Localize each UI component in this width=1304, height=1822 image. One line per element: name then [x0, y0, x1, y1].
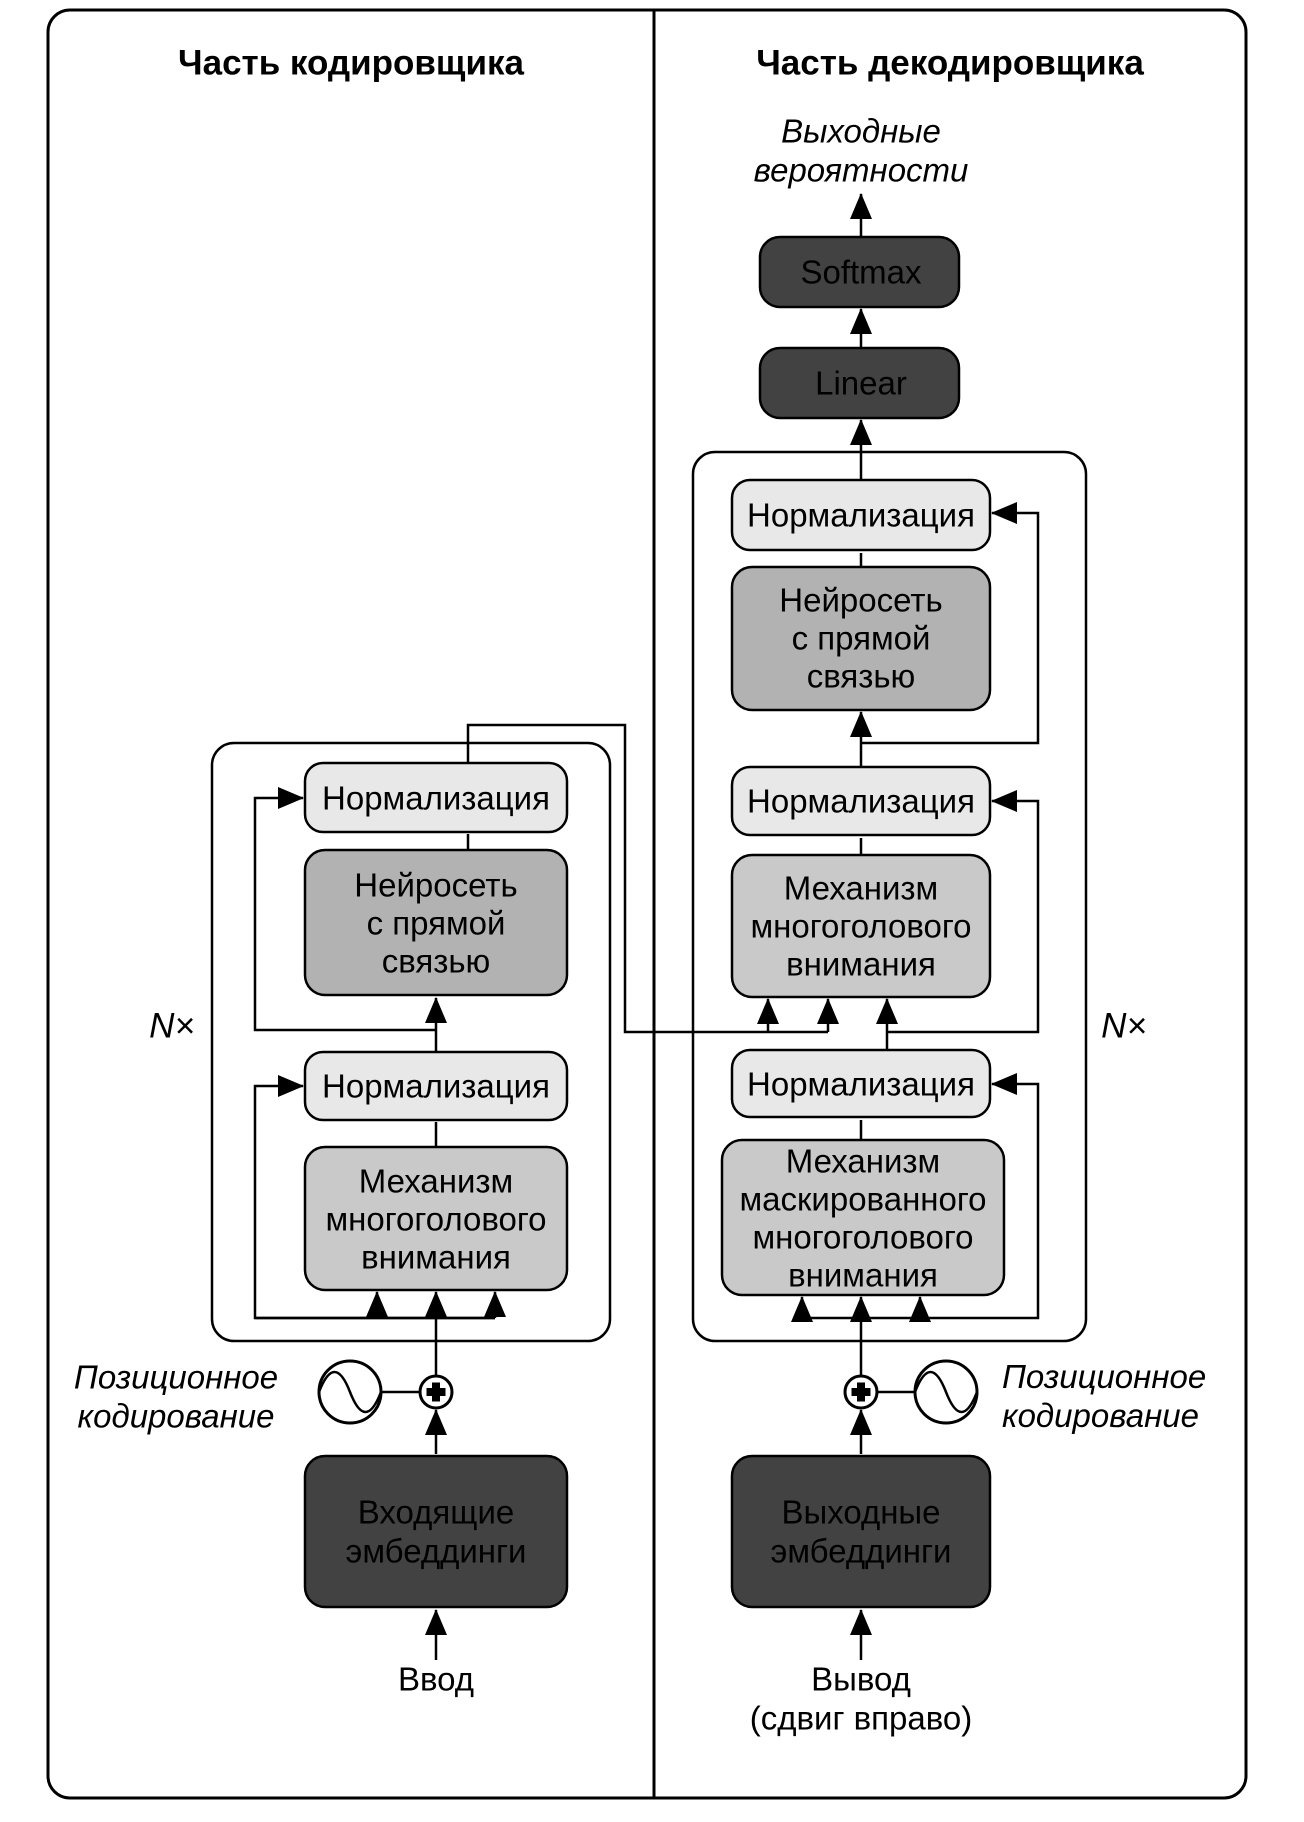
decoder-norm-bottom-label: Нормализация: [747, 1066, 975, 1103]
decoder-ffn-label-line2: с прямой: [792, 620, 931, 657]
encoder-n-times-label: N×: [149, 1007, 195, 1046]
encoder-ffn-label-line3: связью: [382, 943, 491, 980]
decoder-embeddings-label-line1: Выходные: [781, 1494, 940, 1531]
encoder-attention-label-line3: внимания: [361, 1239, 511, 1276]
decoder-panel-title: Часть декодировщика: [756, 44, 1144, 83]
encoder-embeddings-box: [303, 1454, 569, 1609]
encoder-ffn-label-line1: Нейросеть: [354, 867, 517, 904]
decoder-ffn-label-line1: Нейросеть: [779, 582, 942, 619]
encoder-positional-label-line2: кодирование: [78, 1398, 275, 1435]
encoder-embeddings-label-line1: Входящие: [358, 1494, 514, 1531]
decoder-cross-attention-label-line3: внимания: [786, 946, 936, 983]
encoder-norm-bottom-box: [303, 1050, 569, 1122]
linear-box: [758, 346, 961, 420]
decoder-masked-attention-label-line1: Механизм: [786, 1143, 940, 1180]
output-probabilities-label-line1: Выходные: [781, 113, 941, 150]
decoder-ffn-label-line3: связью: [807, 658, 916, 695]
encoder-norm-top-label: Нормализация: [322, 780, 550, 817]
encoder-block-container: [210, 741, 612, 1343]
decoder-norm-bottom-box: [730, 1048, 992, 1119]
decoder-norm-top-box: [730, 478, 992, 552]
decoder-n-times-label: N×: [1101, 1007, 1147, 1046]
decoder-block-container: [691, 450, 1088, 1343]
encoder-norm-top-box: [303, 761, 569, 834]
decoder-ffn-box: [730, 565, 992, 712]
decoder-cross-attention-box: [730, 853, 992, 999]
decoder-wires: [791, 193, 1040, 1660]
decoder-cross-attention-label-line2: многоголового: [750, 908, 971, 945]
encoder-norm-bottom-label: Нормализация: [322, 1068, 550, 1105]
decoder-cross-attention-label-line1: Механизм: [784, 870, 938, 907]
decoder-column: Выходные вероятности Softmax Linear Норм…: [691, 113, 1206, 1737]
encoder-input-label: Ввод: [398, 1661, 474, 1698]
figure-border: [46, 8, 1248, 1800]
decoder-embeddings-box: [730, 1454, 992, 1609]
decoder-masked-attention-label-line3: многоголового: [752, 1219, 973, 1256]
softmax-box: [758, 235, 961, 309]
encoder-sine-wave: [317, 1370, 383, 1414]
decoder-output-label-line1: Вывод: [811, 1661, 911, 1698]
decoder-masked-attention-label-line4: внимания: [788, 1257, 938, 1294]
decoder-sine-wave: [913, 1370, 979, 1414]
residual-loop-cross-attention: [887, 790, 1040, 1034]
encoder-ffn-box: [303, 848, 569, 997]
encoder-embeddings-label-line2: эмбеддинги: [346, 1533, 527, 1570]
residual-loop-attention: [253, 1075, 495, 1320]
encoder-attention-box: [303, 1145, 569, 1292]
decoder-masked-attention-label-line2: маскированного: [739, 1181, 986, 1218]
decoder-output-label-line2: (сдвиг вправо): [750, 1700, 973, 1737]
decoder-norm-middle-label: Нормализация: [747, 783, 975, 820]
decoder-embeddings-label-line2: эмбеддинги: [771, 1533, 952, 1570]
decoder-positional-label-line2: кодирование: [1002, 1397, 1199, 1434]
decoder-norm-middle-box: [730, 765, 992, 837]
residual-loop-ffn: [253, 787, 436, 1032]
decoder-masked-attention-box: [720, 1138, 1006, 1297]
softmax-label: Softmax: [800, 254, 922, 291]
encoder-ffn-label-line2: с прямой: [367, 905, 506, 942]
output-probabilities-label-line2: вероятности: [754, 152, 969, 189]
encoder-attention-label-line2: многоголового: [325, 1201, 546, 1238]
encoder-column: Нормализация Нейросеть с прямой связью Н…: [74, 723, 839, 1698]
decoder-norm-top-label: Нормализация: [747, 497, 975, 534]
linear-label: Linear: [815, 365, 907, 402]
encoder-panel-title: Часть кодировщика: [178, 44, 524, 83]
residual-loop-masked-attention: [802, 1073, 1040, 1320]
residual-loop-ffn: [861, 502, 1040, 745]
encoder-positional-label-line1: Позиционное: [74, 1359, 278, 1396]
encoder-attention-label-line1: Механизм: [359, 1163, 513, 1200]
decoder-positional-label-line1: Позиционное: [1002, 1358, 1206, 1395]
